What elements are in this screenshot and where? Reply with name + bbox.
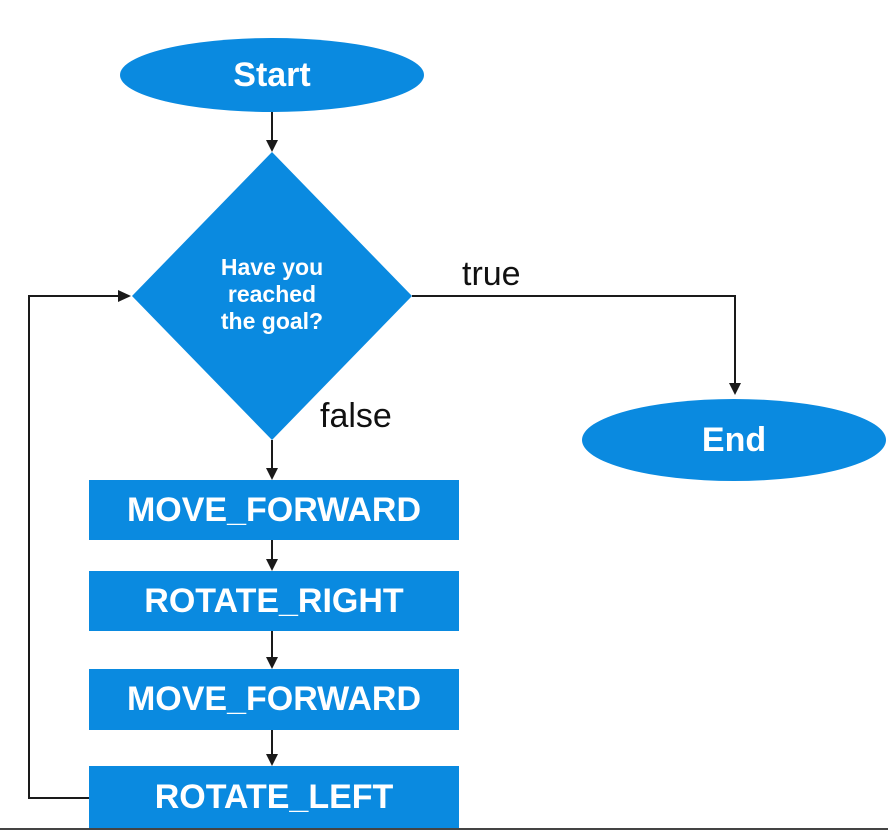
arrow-head	[266, 754, 278, 766]
arrow-head	[729, 383, 741, 395]
end-ellipse	[582, 399, 886, 481]
decision-label-line-1: Have you	[221, 254, 323, 280]
process-box	[89, 669, 459, 730]
end-label: End	[702, 421, 766, 459]
arrow-head	[266, 559, 278, 571]
move-forward-label-2: MOVE_FORWARD	[127, 680, 421, 718]
connectors	[28, 112, 741, 799]
decision-diamond	[132, 152, 412, 440]
decision-label-line-2: reached	[228, 281, 316, 307]
process-box	[89, 766, 459, 828]
false-label: false	[320, 397, 392, 435]
move-forward-label-1: MOVE_FORWARD	[127, 491, 421, 529]
arrow-head	[266, 657, 278, 669]
start-label: Start	[233, 56, 310, 94]
move-forward-box-2: MOVE_FORWARD	[89, 669, 459, 730]
end-node: End	[582, 399, 886, 481]
process-box	[89, 571, 459, 631]
decision-node: Have you reached the goal?	[132, 152, 412, 440]
arrow-head	[266, 468, 278, 480]
true-label: true	[462, 255, 521, 293]
decision-label-line-3: the goal?	[221, 308, 323, 334]
rotate-left-box: ROTATE_LEFT	[89, 766, 459, 828]
process-box	[89, 480, 459, 540]
rotate-left-label: ROTATE_LEFT	[155, 778, 394, 816]
rotate-right-label: ROTATE_RIGHT	[144, 582, 404, 620]
start-node: Start	[120, 38, 424, 112]
move-forward-box-1: MOVE_FORWARD	[89, 480, 459, 540]
loop-back-connector	[28, 295, 120, 799]
rotate-right-box: ROTATE_RIGHT	[89, 571, 459, 631]
arrow-head	[118, 290, 131, 302]
arrow-head	[266, 140, 278, 152]
true-branch-connector	[412, 295, 736, 385]
start-ellipse	[120, 38, 424, 112]
